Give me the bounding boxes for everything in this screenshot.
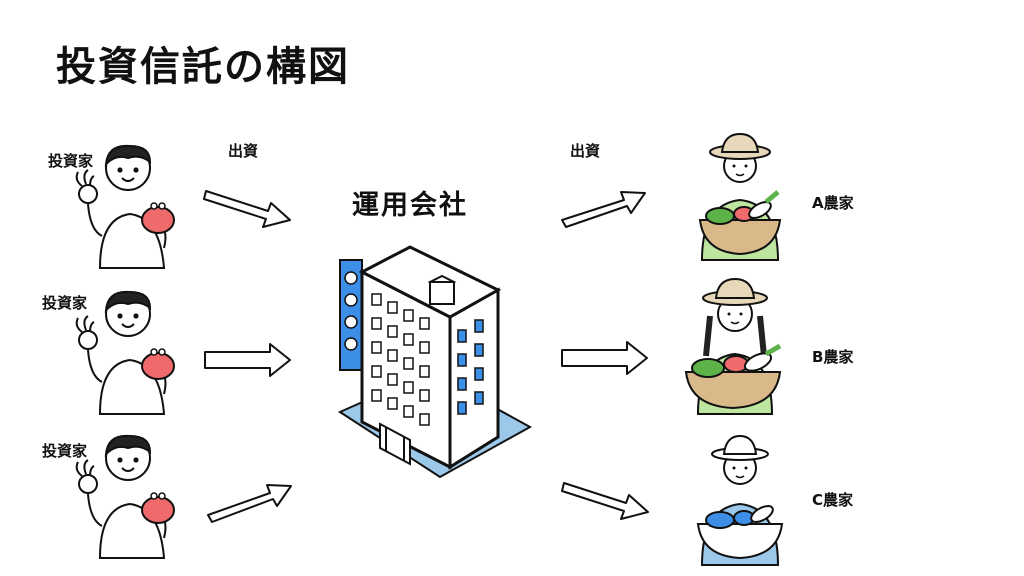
investor-label-3: 投資家	[42, 442, 88, 460]
arrow-investor1-to-company	[203, 190, 291, 228]
arrow-investor2-to-company	[204, 343, 291, 377]
wallet-icon	[141, 206, 175, 234]
investor-label-1: 投資家	[48, 152, 94, 170]
farmer-illustration-a	[698, 132, 782, 261]
building-illustration	[337, 245, 533, 479]
company-label: 運用会社	[352, 190, 468, 221]
basket-icon	[696, 523, 784, 560]
page-title: 投資信託の構図	[56, 44, 350, 90]
arrow-investor3-to-company	[207, 484, 292, 523]
farmer-illustration-c	[696, 434, 784, 566]
farmer-label-b: B農家	[812, 348, 854, 366]
farmer-label-a: A農家	[812, 194, 854, 212]
investor-illustration-2	[75, 290, 175, 415]
arrow-company-to-farmer-a	[561, 191, 646, 228]
flow-label-right: 出資	[570, 142, 601, 160]
basket-icon	[698, 219, 782, 256]
arrow-company-to-farmer-c	[561, 482, 649, 520]
wallet-icon	[141, 496, 175, 524]
wallet-icon	[141, 352, 175, 380]
flow-label-left: 出資	[228, 142, 259, 160]
farmer-label-c: C農家	[812, 491, 854, 509]
investor-illustration-3	[75, 434, 175, 559]
investor-illustration-1	[75, 144, 175, 269]
arrow-company-to-farmer-b	[561, 341, 648, 375]
basket-icon	[684, 371, 782, 410]
farmer-illustration-b	[684, 277, 782, 415]
investor-label-2: 投資家	[42, 294, 88, 312]
